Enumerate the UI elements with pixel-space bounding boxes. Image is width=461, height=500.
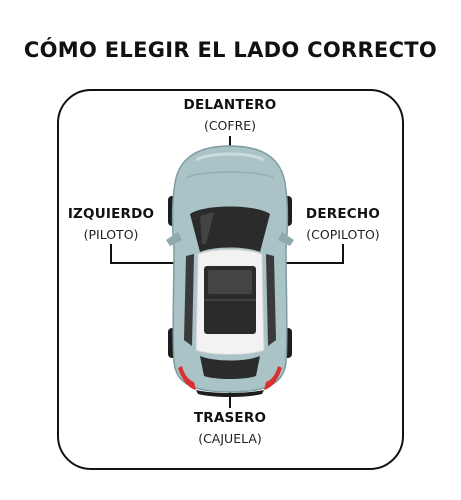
rear-label-main: TRASERO [193,410,267,426]
right-label-sub: (COPILOTO) [306,227,380,242]
front-label-sub: (COFRE) [203,118,257,133]
page-title: CÓMO ELEGIR EL LADO CORRECTO [23,38,438,62]
rear-label-sub: (CAJUELA) [198,431,262,446]
rear-label: TRASERO (CAJUELA) [160,410,300,446]
tail-light-left [178,366,196,390]
right-label-main: DERECHO [305,206,381,222]
left-label: IZQUIERDO (PILOTO) [56,206,166,242]
left-label-sub: (PILOTO) [83,227,139,242]
front-label: DELANTERO (COFRE) [160,97,300,133]
tail-light-right [264,366,282,390]
rear-window [200,356,260,379]
right-leader-line [262,244,344,264]
diagram-frame [57,89,404,470]
front-label-main: DELANTERO [183,97,277,113]
left-leader-line [110,244,196,264]
left-label-main: IZQUIERDO [67,206,155,222]
right-label: DERECHO (COPILOTO) [290,206,396,242]
